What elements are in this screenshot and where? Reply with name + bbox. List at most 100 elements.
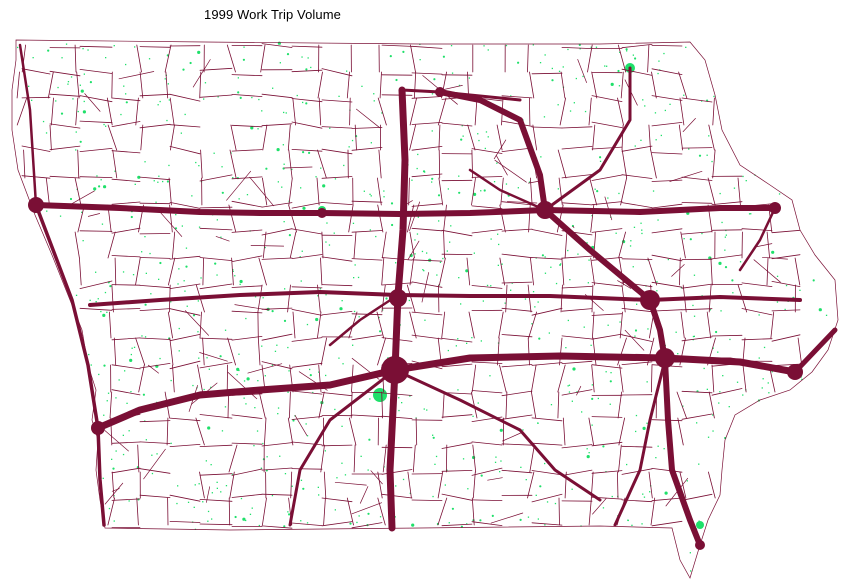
county-road bbox=[231, 493, 263, 498]
county-road bbox=[291, 522, 323, 526]
town-dot bbox=[95, 301, 97, 303]
county-road bbox=[467, 124, 476, 151]
town-dot bbox=[483, 45, 485, 47]
county-road bbox=[441, 337, 473, 343]
county-road bbox=[381, 231, 387, 259]
county-road bbox=[169, 255, 201, 260]
town-dot bbox=[144, 303, 147, 306]
town-dot bbox=[264, 375, 266, 377]
county-road bbox=[577, 59, 587, 83]
town-dot bbox=[167, 83, 169, 85]
town-dot bbox=[156, 453, 158, 455]
town-dot bbox=[238, 198, 240, 200]
county-road bbox=[139, 123, 171, 129]
town-dot bbox=[447, 349, 449, 352]
county-road bbox=[681, 97, 713, 103]
town-dot bbox=[141, 251, 143, 253]
town-dot bbox=[505, 44, 508, 47]
county-road bbox=[172, 364, 175, 393]
town-dot bbox=[234, 275, 236, 277]
county-road bbox=[441, 363, 473, 368]
county-road bbox=[291, 362, 323, 368]
county-road bbox=[501, 414, 533, 420]
county-road bbox=[77, 149, 80, 179]
county-road bbox=[378, 149, 382, 179]
town-dot bbox=[217, 96, 219, 98]
town-dot bbox=[125, 101, 128, 104]
town-dot bbox=[457, 389, 459, 391]
county-road bbox=[171, 231, 176, 259]
town-dot bbox=[644, 105, 646, 107]
county-road bbox=[737, 177, 741, 206]
county-road bbox=[501, 253, 533, 259]
county-road bbox=[261, 228, 293, 236]
county-road bbox=[669, 170, 703, 182]
town-dot bbox=[471, 337, 473, 339]
town-dot bbox=[591, 384, 593, 386]
county-road bbox=[139, 257, 171, 259]
town-dot bbox=[379, 330, 382, 333]
town-dot bbox=[307, 57, 309, 59]
town-dot bbox=[186, 305, 188, 307]
town-dot bbox=[706, 388, 708, 390]
county-road bbox=[109, 311, 112, 339]
county-road bbox=[79, 45, 113, 48]
city-hub bbox=[381, 356, 409, 384]
town-dot bbox=[785, 284, 788, 287]
county-road bbox=[472, 444, 477, 473]
town-dot bbox=[748, 213, 751, 215]
county-road bbox=[169, 145, 201, 155]
town-dot bbox=[618, 85, 621, 87]
town-dot bbox=[633, 226, 636, 228]
county-road bbox=[107, 231, 116, 259]
county-road bbox=[321, 444, 353, 447]
town-dot bbox=[487, 49, 489, 51]
county-road bbox=[381, 44, 413, 47]
county-road bbox=[493, 139, 507, 160]
county-road bbox=[651, 95, 683, 101]
county-road bbox=[231, 442, 263, 445]
town-dot bbox=[354, 264, 356, 266]
county-road bbox=[114, 257, 117, 286]
town-dot bbox=[569, 110, 572, 112]
town-dot bbox=[680, 287, 683, 289]
county-road bbox=[711, 388, 743, 396]
town-dot bbox=[207, 520, 209, 522]
county-road bbox=[291, 468, 323, 470]
town-dot bbox=[109, 285, 112, 288]
county-road bbox=[317, 149, 327, 179]
county-road bbox=[261, 442, 293, 447]
town-dot bbox=[778, 193, 781, 195]
county-road bbox=[136, 44, 142, 73]
town-dot bbox=[483, 189, 486, 192]
county-road bbox=[529, 444, 535, 473]
town-dot bbox=[292, 419, 295, 422]
county-road bbox=[104, 430, 129, 452]
county-road bbox=[591, 470, 623, 474]
county-road bbox=[591, 95, 623, 102]
county-road bbox=[706, 311, 712, 339]
county-road bbox=[572, 225, 575, 229]
town-dot bbox=[216, 274, 218, 276]
town-dot bbox=[655, 139, 657, 141]
county-road bbox=[591, 416, 623, 418]
town-dot bbox=[178, 268, 180, 270]
county-road bbox=[370, 470, 383, 485]
county-road bbox=[411, 145, 443, 151]
county-road bbox=[139, 441, 171, 444]
county-road bbox=[169, 93, 201, 102]
town-dot bbox=[220, 236, 222, 238]
town-dot bbox=[590, 344, 592, 346]
town-dot bbox=[423, 408, 425, 410]
town-dot bbox=[390, 202, 394, 205]
town-dot bbox=[272, 87, 274, 89]
county-road bbox=[169, 443, 201, 448]
town-dot bbox=[72, 98, 74, 100]
county-road bbox=[680, 231, 686, 259]
town-dot bbox=[565, 347, 567, 349]
town-dot bbox=[328, 244, 331, 246]
town-dot bbox=[409, 395, 411, 397]
town-dot bbox=[353, 277, 355, 279]
town-dot bbox=[87, 49, 89, 51]
county-road bbox=[651, 467, 683, 473]
